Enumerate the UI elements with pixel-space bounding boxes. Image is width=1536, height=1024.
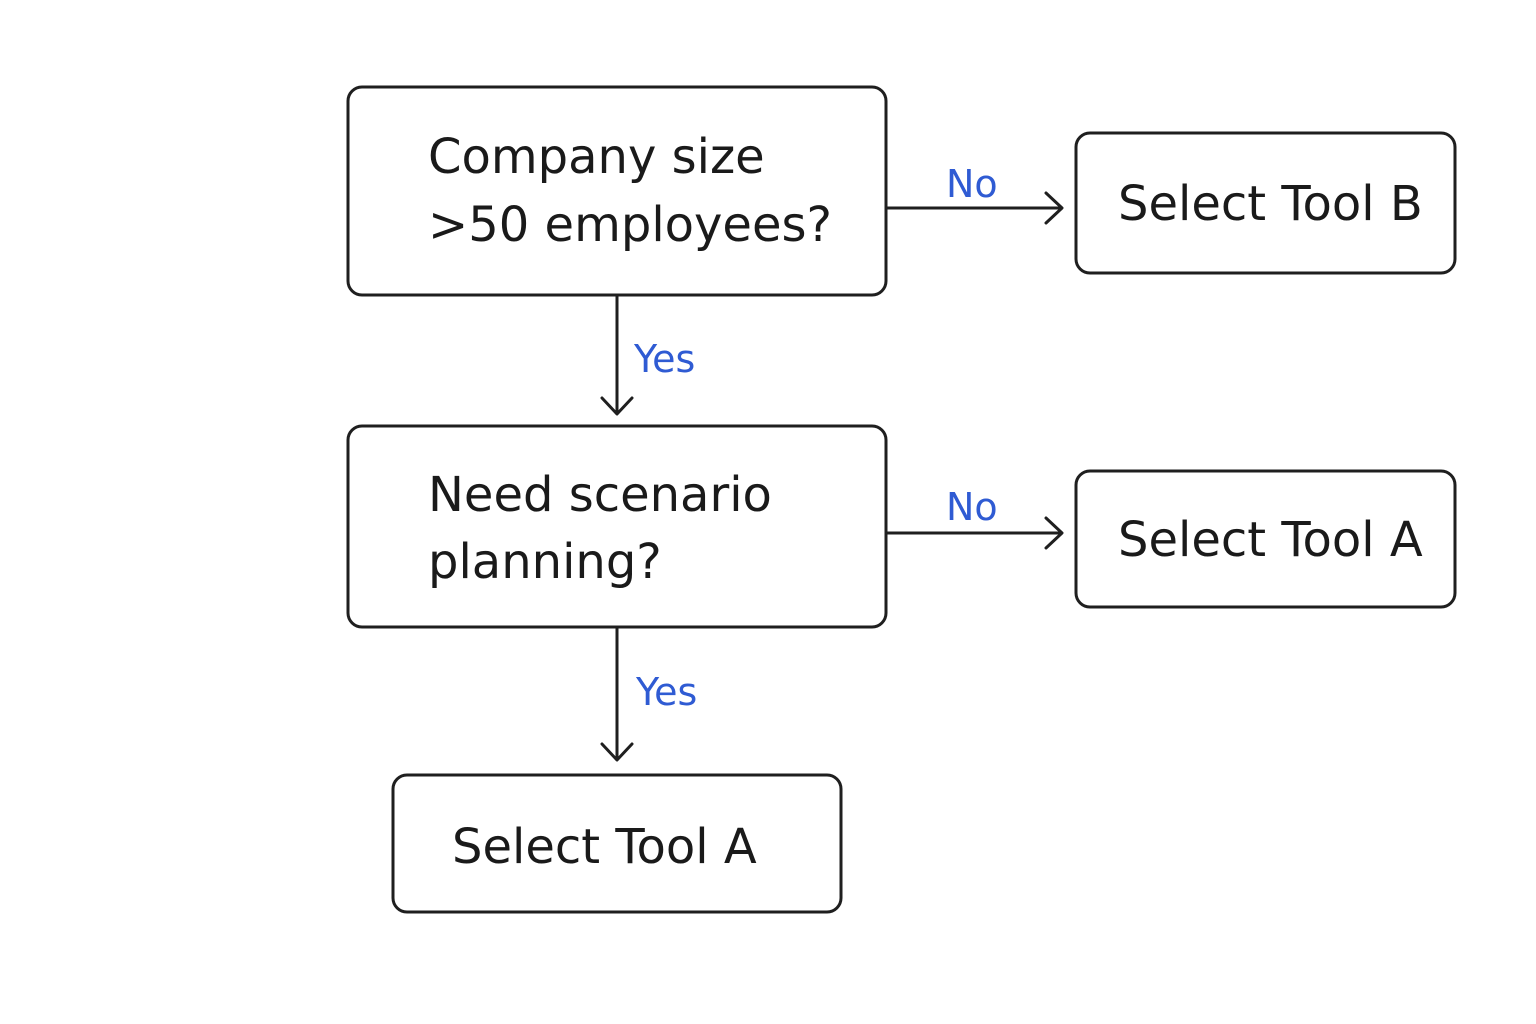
decision-company-size-line2: >50 employees? [428, 197, 832, 253]
result-tool-b-label: Select Tool B [1118, 176, 1423, 232]
decision-scenario-box: Need scenario planning? [346, 424, 888, 629]
decision-scenario-line1: Need scenario [428, 467, 772, 523]
decision-company-size-box: Company size >50 employees? [346, 85, 888, 297]
edge-scenario-no-label: No [946, 485, 998, 529]
edge-size-no-arrowhead [1044, 191, 1064, 225]
edge-scenario-yes-arrowhead [600, 742, 634, 762]
edge-size-yes-arrowhead [600, 396, 634, 416]
edge-size-no-label: No [946, 162, 998, 206]
edge-size-no: No [886, 162, 1064, 225]
result-tool-a-bottom-label: Select Tool A [452, 819, 757, 875]
edge-size-yes-label: Yes [633, 337, 695, 381]
edge-size-yes: Yes [600, 295, 695, 416]
result-tool-b-box: Select Tool B [1074, 131, 1457, 275]
result-tool-a-bottom-box: Select Tool A [391, 773, 843, 914]
edge-scenario-no: No [886, 485, 1064, 550]
edge-scenario-no-arrowhead [1044, 516, 1064, 550]
decision-company-size-line1: Company size [428, 129, 765, 185]
edge-scenario-yes-label: Yes [635, 670, 697, 714]
result-tool-a-right-box: Select Tool A [1074, 469, 1457, 609]
result-tool-a-right-label: Select Tool A [1118, 512, 1423, 568]
edge-scenario-yes: Yes [600, 627, 697, 762]
decision-scenario-line2: planning? [428, 534, 662, 590]
